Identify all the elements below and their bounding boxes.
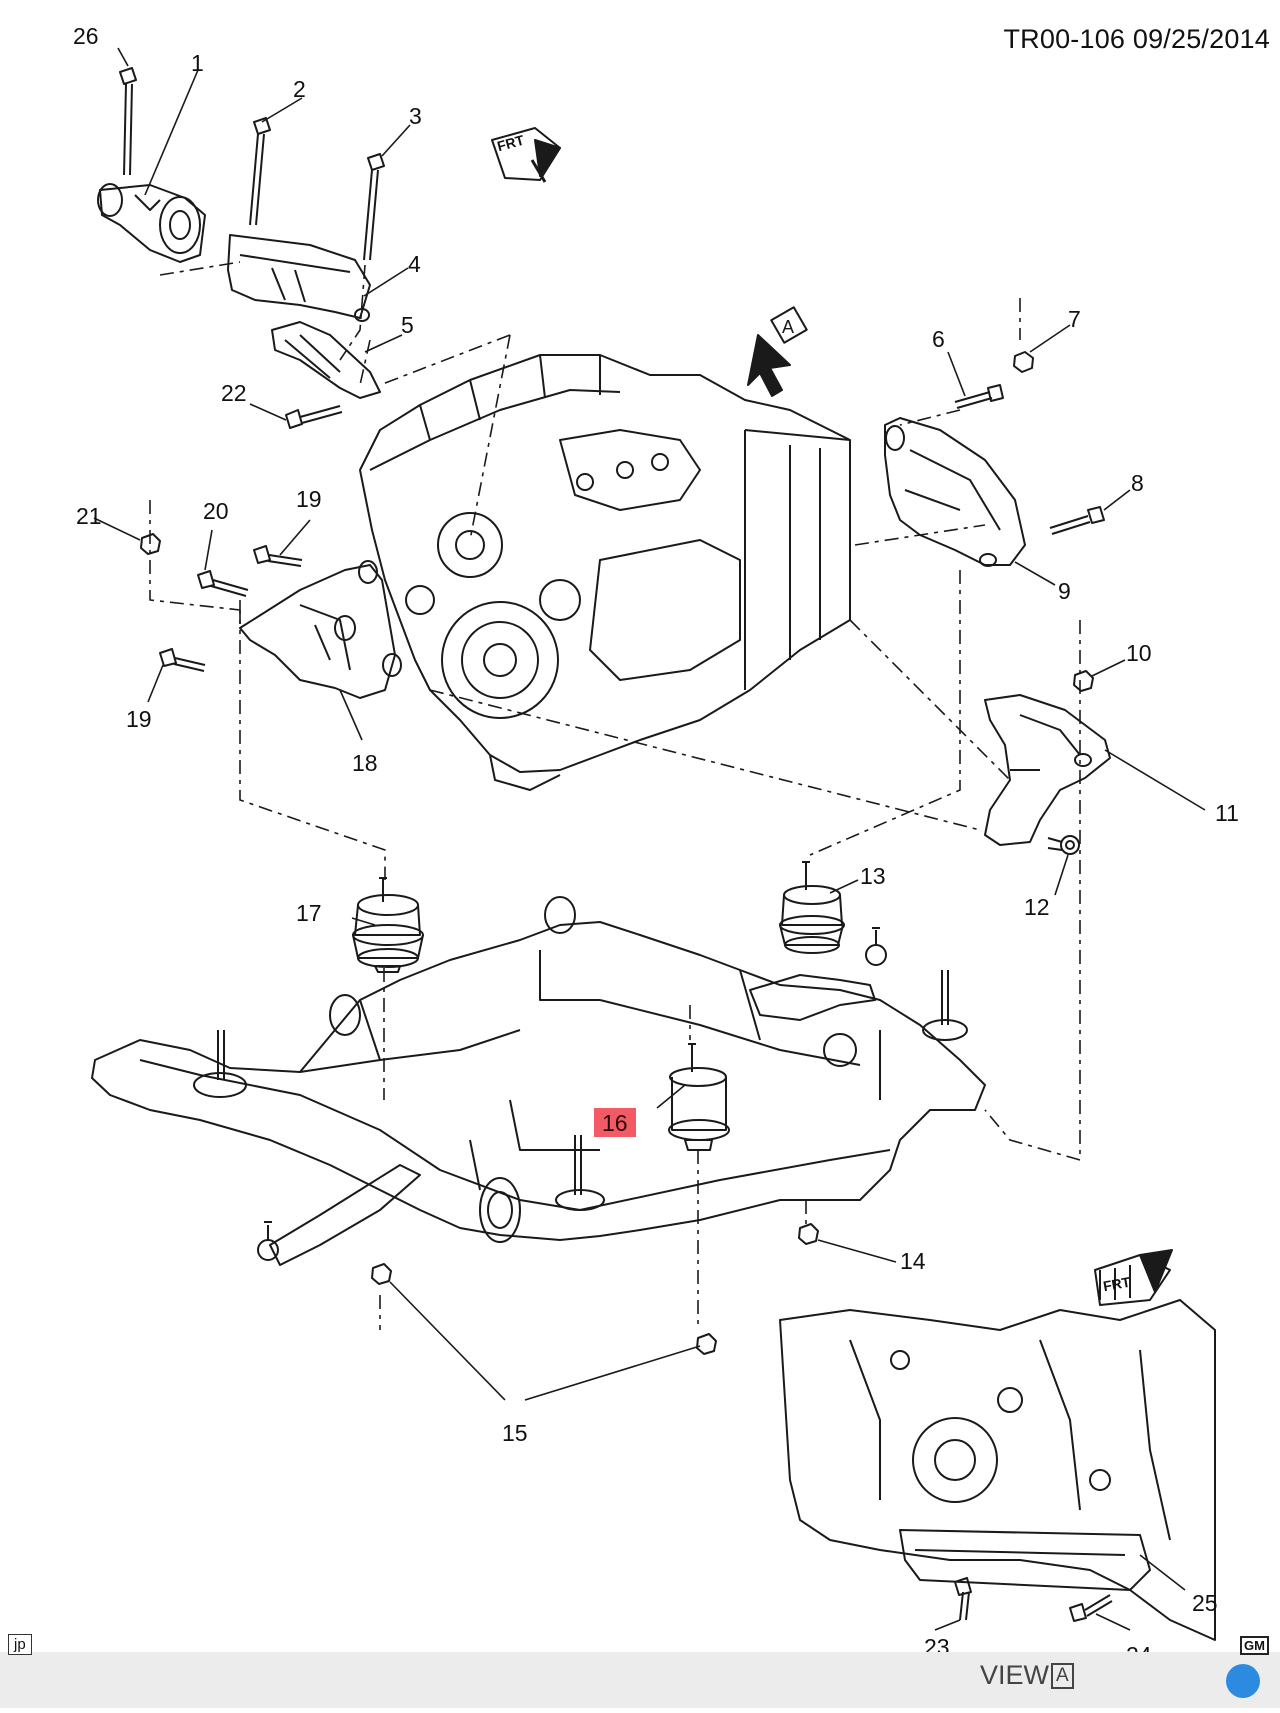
nut-21 (140, 533, 161, 555)
engine-mount-17 (352, 877, 424, 973)
callout-5: 5 (401, 312, 414, 338)
callout-11: 11 (1215, 800, 1239, 826)
bolt-25 (1069, 1594, 1113, 1622)
callout-19-upper: 19 (296, 486, 322, 512)
mount-bracket-5 (271, 321, 381, 399)
transmission-view-a (779, 1299, 1216, 1641)
callout-20: 20 (203, 498, 229, 524)
subframe-bushings (193, 896, 968, 1243)
bolt-24 (954, 1577, 972, 1621)
corner-tag: jp (8, 1634, 32, 1655)
callout-13: 13 (860, 863, 886, 889)
callout-14: 14 (900, 1248, 926, 1274)
engine-mount-bracket-9 (884, 417, 1026, 567)
engine-mount-bracket-18 (239, 560, 402, 699)
callout-1: 1 (191, 50, 204, 76)
bolt-2 (249, 117, 271, 226)
callout-4: 4 (408, 251, 421, 277)
svg-text:A: A (782, 317, 794, 337)
callout-26: 25 (1192, 1590, 1218, 1616)
engine-mount-16 (668, 1043, 730, 1151)
engine-mount-13 (779, 861, 845, 954)
callout-7: 7 (1068, 306, 1081, 332)
drawing-date: 09/25/2014 (1132, 24, 1270, 54)
drawing-reference: TR00-106 09/25/2014 (1003, 24, 1270, 55)
bolt-6 (954, 384, 1004, 409)
nut-15-right (696, 1333, 717, 1355)
callout-8: 8 (1131, 470, 1144, 496)
callout-12: 12 (1024, 894, 1050, 920)
callout-16-highlighted: 16 (594, 1108, 636, 1137)
view-a-arrow-icon: A (747, 306, 808, 397)
bolt-20 (197, 570, 249, 597)
bolt-3 (363, 153, 385, 261)
view-label: VIEW (980, 1660, 1050, 1690)
callout-leaders (93, 47, 1206, 1631)
callout-23: 26 (73, 23, 99, 49)
callout-9: 9 (1058, 578, 1071, 604)
bolt-8 (1049, 506, 1105, 535)
callout-21: 21 (76, 503, 102, 529)
nut-10 (1073, 670, 1094, 692)
callout-15: 15 (502, 1420, 528, 1446)
callout-10: 10 (1126, 640, 1152, 666)
bolt-23 (119, 67, 137, 176)
callout-2: 2 (293, 76, 306, 102)
callout-19-lower: 19 (126, 706, 152, 732)
view-letter: A (1051, 1663, 1074, 1689)
engine-assembly (359, 354, 851, 791)
nut-7 (1013, 351, 1034, 373)
control-arms (257, 927, 887, 1266)
bolt-22 (285, 405, 343, 429)
callout-3: 3 (409, 103, 422, 129)
brand-mark: GM (1240, 1636, 1269, 1655)
nut-15-left (371, 1263, 392, 1285)
bolt-19-upper (253, 545, 303, 567)
engine-mount-bracket-11 (984, 694, 1111, 846)
front-subframe (91, 921, 986, 1241)
upper-transmission-mount (97, 183, 206, 263)
callout-18: 18 (352, 750, 378, 776)
app-badge-icon[interactable] (1226, 1664, 1260, 1698)
callout-17: 17 (296, 900, 322, 926)
drawing-code: TR00-106 (1003, 24, 1126, 54)
bolt-19-lower (159, 648, 206, 672)
footer-bar (0, 1652, 1280, 1708)
callout-6: 6 (932, 326, 945, 352)
mount-bracket-4 (227, 234, 371, 322)
front-arrow-icon-2 (1094, 1249, 1173, 1306)
assembly-lines (149, 261, 1081, 1330)
callout-22: 22 (221, 380, 247, 406)
front-arrow-icon (491, 127, 561, 183)
nut-14 (798, 1223, 819, 1245)
bolt-12 (1047, 835, 1080, 855)
